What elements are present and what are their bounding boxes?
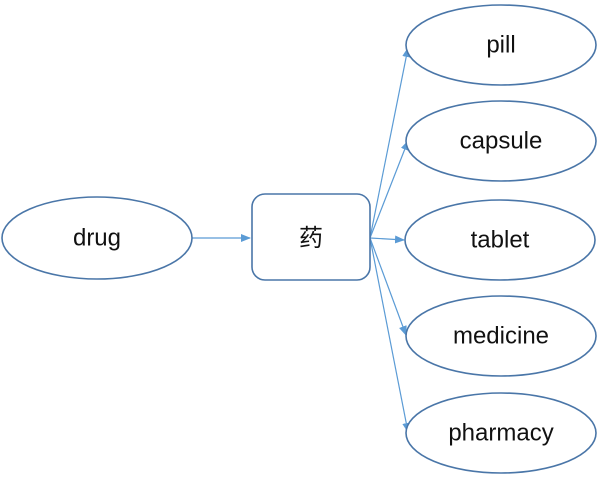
center-node: 药 bbox=[251, 193, 371, 281]
target-node-shape bbox=[405, 4, 597, 86]
source-node-label: drug bbox=[73, 225, 121, 252]
source-node: drug bbox=[1, 196, 193, 280]
target-node-label: capsule bbox=[460, 128, 543, 155]
edge-center-to-tablet bbox=[369, 235, 405, 244]
target-node-shape bbox=[405, 295, 597, 377]
edge-center-to-capsule bbox=[369, 140, 409, 239]
center-node-label: 药 bbox=[299, 224, 323, 252]
target-node-shape bbox=[404, 199, 596, 281]
source-node-shape bbox=[1, 196, 193, 280]
target-node-capsule: capsule bbox=[405, 100, 597, 182]
target-node-medicine: medicine bbox=[405, 295, 597, 377]
target-node-label: medicine bbox=[453, 323, 549, 350]
target-node-label: pill bbox=[486, 32, 515, 59]
target-node-shape bbox=[405, 100, 597, 182]
target-node-label: tablet bbox=[471, 227, 530, 254]
edges bbox=[192, 47, 411, 433]
target-node-pharmacy: pharmacy bbox=[405, 392, 597, 474]
target-node-label: pharmacy bbox=[448, 420, 553, 447]
edge-center-to-pharmacy bbox=[369, 237, 411, 433]
target-node-tablet: tablet bbox=[404, 199, 596, 281]
edge-center-to-medicine bbox=[369, 237, 407, 336]
center-node-shape bbox=[251, 193, 371, 281]
edge-center-to-pill bbox=[369, 47, 411, 239]
target-node-pill: pill bbox=[405, 4, 597, 86]
target-node-shape bbox=[405, 392, 597, 474]
